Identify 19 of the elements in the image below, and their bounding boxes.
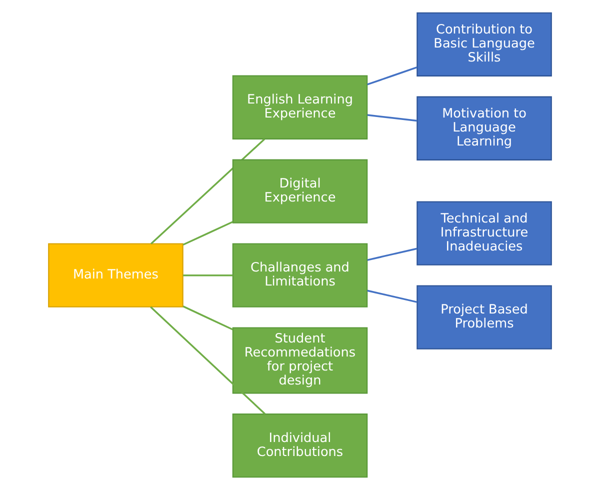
node-box: Student Recommedations for project design bbox=[232, 327, 368, 394]
connector bbox=[150, 306, 266, 414]
connector bbox=[182, 221, 234, 246]
connector bbox=[183, 274, 233, 276]
connector bbox=[182, 306, 234, 330]
node-box: Digital Experience bbox=[232, 159, 368, 224]
connector bbox=[367, 248, 418, 261]
node-box: Challanges and Limitations bbox=[232, 243, 368, 308]
node-box: Project Based Problems bbox=[416, 285, 552, 350]
connector bbox=[367, 114, 418, 122]
node-box: English Learning Experience bbox=[232, 75, 368, 140]
node-box: Motivation to Language Learning bbox=[416, 96, 552, 160]
node-box: Individual Contributions bbox=[232, 414, 368, 478]
connector bbox=[367, 66, 418, 86]
connector bbox=[367, 290, 418, 303]
connector bbox=[150, 138, 266, 244]
node-box: Contribution to Basic Language Skills bbox=[416, 12, 552, 76]
node-box: Main Themes bbox=[48, 243, 184, 308]
node-box: Technical and Infrastructure Inadeuacies bbox=[416, 201, 552, 266]
